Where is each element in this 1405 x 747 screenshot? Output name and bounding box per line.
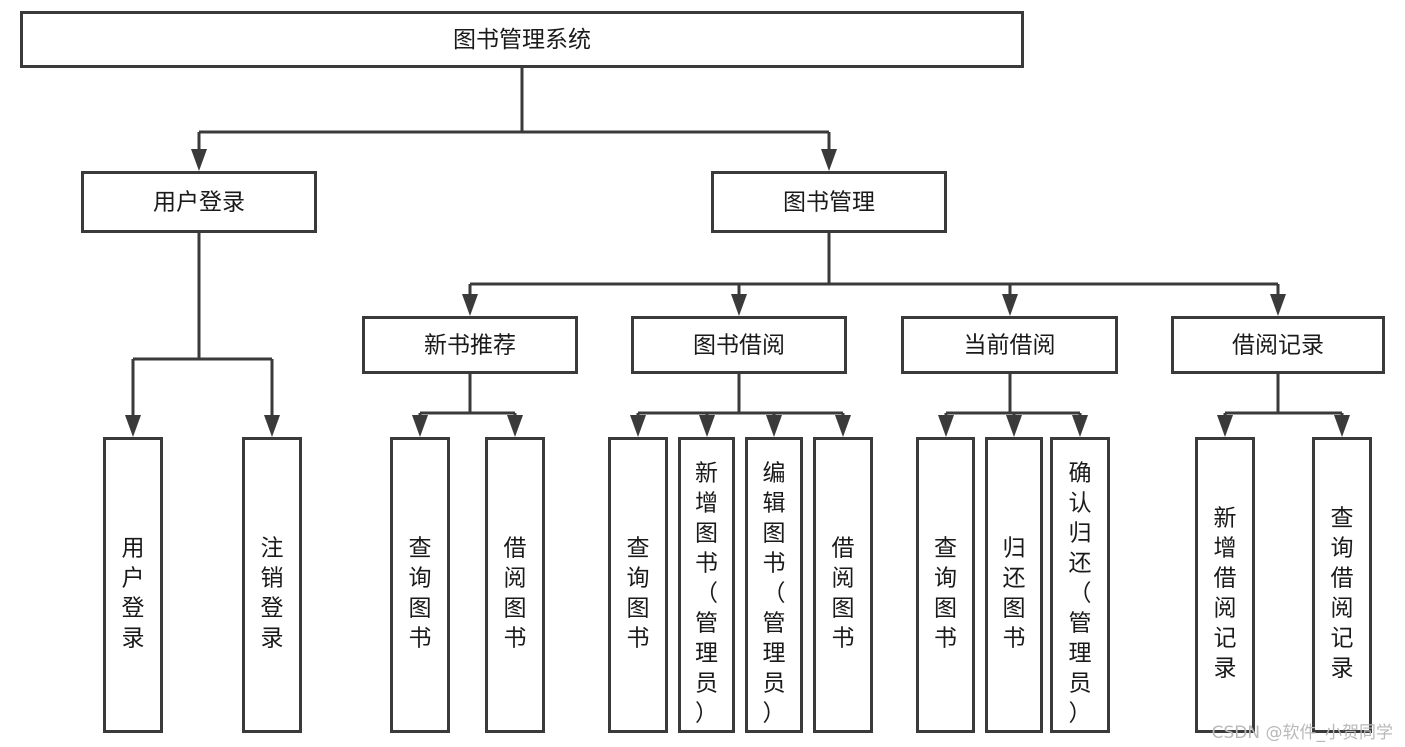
node-l2_1[interactable]: 图书管理 <box>711 171 947 233</box>
arrow-head-icon <box>1270 294 1286 316</box>
node-l3_2[interactable]: 当前借阅 <box>901 316 1118 374</box>
node-leaf_3[interactable]: 借阅图书 <box>485 437 545 733</box>
arrow-head-icon <box>507 415 523 437</box>
node-label: 图书管理系统 <box>453 27 591 53</box>
connector-group-l2_0 <box>125 233 280 437</box>
node-leaf_7[interactable]: 借阅图书 <box>813 437 873 733</box>
node-leaf_9[interactable]: 归还图书 <box>985 437 1043 733</box>
node-label: 新增借阅记录 <box>1214 505 1237 681</box>
connector-group-l3_0 <box>412 374 523 437</box>
node-box <box>81 171 317 233</box>
arrow-head-icon <box>938 415 954 437</box>
node-box <box>103 437 163 733</box>
arrow-head-icon <box>1006 415 1022 437</box>
node-leaf_12[interactable]: 查询借阅记录 <box>1312 437 1372 733</box>
node-root[interactable]: 图书管理系统 <box>20 11 1024 68</box>
node-leaf_0[interactable]: 用户登录 <box>103 437 163 733</box>
arrow-head-icon <box>1002 294 1018 316</box>
node-label: 新书推荐 <box>424 333 516 359</box>
arrow-head-icon <box>1217 415 1233 437</box>
node-label: 编辑图书（管理员） <box>763 460 786 726</box>
node-leaf_1[interactable]: 注销登录 <box>242 437 302 733</box>
node-label: 当前借阅 <box>964 333 1056 359</box>
node-box <box>1195 437 1255 733</box>
connector-group-l3_2 <box>938 374 1088 437</box>
node-leaf_2[interactable]: 查询图书 <box>390 437 450 733</box>
arrow-head-icon <box>1072 415 1088 437</box>
node-box <box>985 437 1043 733</box>
node-l3_0[interactable]: 新书推荐 <box>362 316 578 374</box>
node-label: 查询图书 <box>934 535 957 651</box>
arrow-head-icon <box>125 415 141 437</box>
node-l3_1[interactable]: 图书借阅 <box>631 316 847 374</box>
node-box <box>711 171 947 233</box>
node-box <box>242 437 302 733</box>
node-l2_0[interactable]: 用户登录 <box>81 171 317 233</box>
node-label: 归还图书 <box>1003 535 1026 651</box>
arrow-head-icon <box>412 415 428 437</box>
node-box <box>678 437 735 733</box>
connector-group-l2_1 <box>462 233 1286 316</box>
node-leaf_6[interactable]: 编辑图书（管理员） <box>745 437 803 733</box>
node-label: 图书管理 <box>783 190 875 216</box>
node-label: 确认归还（管理员） <box>1069 460 1092 726</box>
node-label: 借阅图书 <box>504 535 527 651</box>
arrow-head-icon <box>264 415 280 437</box>
diagram-nodes-layer: 图书管理系统用户登录图书管理新书推荐图书借阅当前借阅借阅记录用户登录注销登录查询… <box>20 11 1385 733</box>
node-box <box>390 437 450 733</box>
arrow-head-icon <box>731 294 747 316</box>
connector-group-root <box>191 68 837 171</box>
arrow-head-icon <box>630 415 646 437</box>
node-box <box>901 316 1118 374</box>
node-box <box>485 437 545 733</box>
node-box <box>362 316 578 374</box>
node-label: 查询图书 <box>409 535 432 651</box>
csdn-watermark: CSDN @软件_小贺同学 <box>1211 723 1393 743</box>
node-leaf_10[interactable]: 确认归还（管理员） <box>1050 437 1110 733</box>
node-label: 查询借阅记录 <box>1331 505 1354 681</box>
node-box <box>608 437 668 733</box>
node-box <box>1171 316 1385 374</box>
node-box <box>813 437 873 733</box>
node-label: 用户登录 <box>122 535 145 651</box>
node-l3_3[interactable]: 借阅记录 <box>1171 316 1385 374</box>
node-label: 图书借阅 <box>693 333 785 359</box>
node-box <box>20 11 1024 68</box>
node-box <box>916 437 975 733</box>
node-leaf_4[interactable]: 查询图书 <box>608 437 668 733</box>
node-leaf_11[interactable]: 新增借阅记录 <box>1195 437 1255 733</box>
arrow-head-icon <box>462 294 478 316</box>
node-box <box>631 316 847 374</box>
node-box <box>1050 437 1110 733</box>
node-label: 新增图书（管理员） <box>695 460 718 726</box>
node-leaf_5[interactable]: 新增图书（管理员） <box>678 437 735 733</box>
node-label: 查询图书 <box>627 535 650 651</box>
node-label: 借阅图书 <box>832 535 855 651</box>
arrow-head-icon <box>191 149 207 171</box>
arrow-head-icon <box>1334 415 1350 437</box>
node-box <box>1312 437 1372 733</box>
node-leaf_8[interactable]: 查询图书 <box>916 437 975 733</box>
arrow-head-icon <box>835 415 851 437</box>
arrow-head-icon <box>821 149 837 171</box>
connector-group-l3_3 <box>1217 374 1350 437</box>
node-label: 注销登录 <box>261 535 284 651</box>
arrow-head-icon <box>699 415 715 437</box>
arrow-head-icon <box>766 415 782 437</box>
node-box <box>745 437 803 733</box>
connector-group-l3_1 <box>630 374 851 437</box>
connector-links-layer <box>125 68 1350 437</box>
node-label: 借阅记录 <box>1232 333 1324 359</box>
node-label: 用户登录 <box>153 190 245 216</box>
